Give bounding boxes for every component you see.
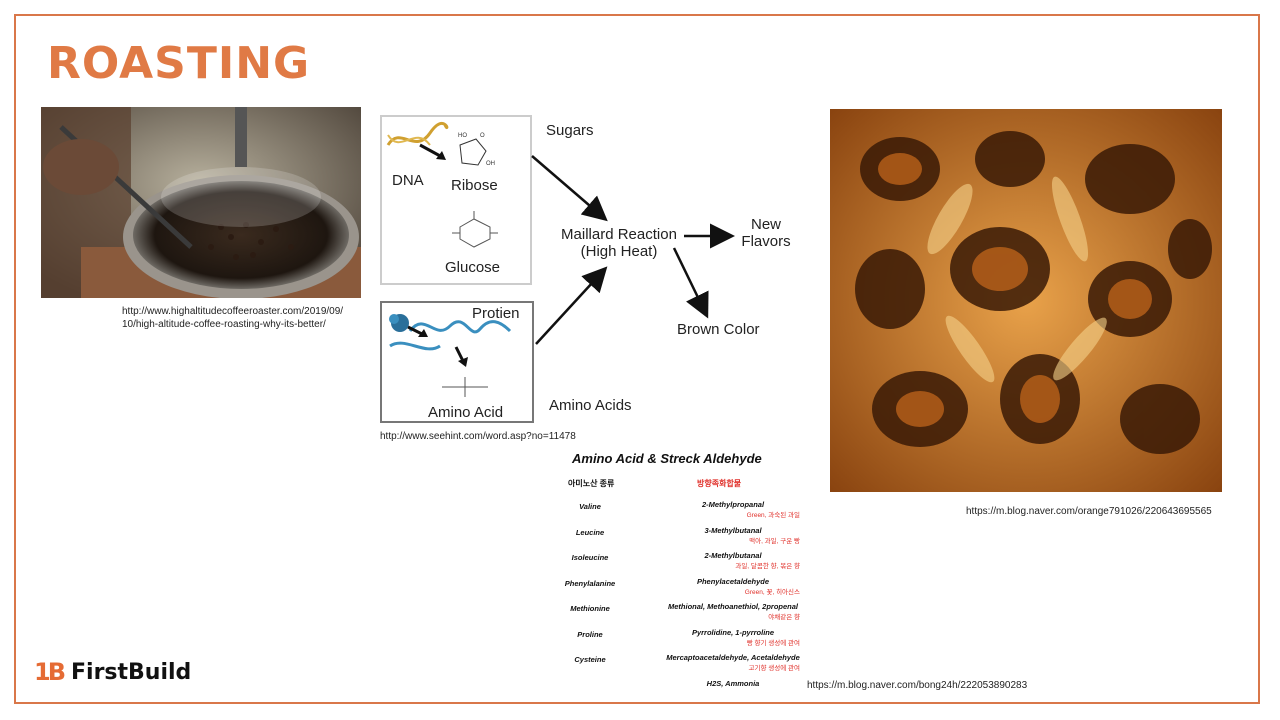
table-header-aroma: 방향족화합물 (697, 479, 742, 488)
table-header-amino: 아미노산 종류 (568, 479, 615, 488)
diagram-credit: http://www.seehint.com/word.asp?no=11478 (380, 431, 576, 442)
amino-acid-cell: Proline (577, 629, 603, 639)
amino-acid-cell: Phenylalanine (564, 578, 616, 588)
firstbuild-logo: 1B FirstBuild (34, 658, 192, 686)
amino-acids-label: Amino Acids (549, 397, 632, 414)
roaster-credit-line1: http://www.highaltitudecoffeeroaster.com… (122, 306, 344, 317)
aldehyde-cell: Mercaptoacetaldehyde, Acetaldehyde (666, 653, 800, 662)
slide-frame (14, 14, 1260, 704)
table-credit: https://m.blog.naver.com/bong24h/2220538… (807, 680, 1028, 691)
amino-acid-cell: Cysteine (574, 655, 606, 664)
new-flavors-line1: New (750, 216, 781, 233)
protein-amino-illustration (389, 314, 512, 397)
flavor-cell: Green, 꽃, 히아신스 (744, 588, 800, 596)
sugars-box (380, 115, 532, 285)
flavor-cell: Green, 과숙된 과일 (746, 512, 800, 519)
table-row: H2S, Ammonia (540, 679, 820, 703)
table-row: Cysteine Mercaptoacetaldehyde, Acetaldehy… (540, 653, 820, 677)
aldehyde-cell: H2S, Ammonia (706, 678, 760, 688)
aldehyde-cell: 2-Methylbutanal (704, 551, 762, 560)
svg-text:OH: OH (486, 161, 495, 167)
sugars-label: Sugars (546, 122, 594, 139)
amino-acid-label: Amino Acid (428, 404, 504, 421)
dna-ribose-glucose-illustration: HO O OH (386, 121, 498, 248)
aldehyde-cell: 3-Methylbutanal (704, 525, 762, 535)
table-row: Proline Pyrrolidine, 1-pyrroline 빵 향기 생성에 … (540, 628, 820, 652)
svg-text:HO: HO (458, 133, 467, 139)
flavor-cell: 빵 향기 생성에 관여 (746, 639, 800, 647)
maillard-line2: (High Heat) (580, 243, 658, 260)
firstbuild-logo-mark: 1B (34, 658, 66, 686)
flavor-cell: 고기향 생성에 관여 (748, 665, 800, 672)
glucose-label: Glucose (445, 259, 501, 276)
svg-text:O: O (480, 133, 485, 139)
browned-sponge-photo (830, 109, 1222, 492)
aldehyde-cell: Phenylacetaldehyde (696, 576, 770, 586)
coffee-roasting-photo (41, 107, 361, 298)
maillard-label: Maillard Reaction (High Heat) (557, 226, 681, 260)
table-row: Leucine 3-Methylbutanal 맥아, 과일, 구운 빵 (540, 526, 820, 550)
amino-acid-cell: Leucine (575, 527, 605, 537)
brown-color-label: Brown Color (677, 321, 760, 338)
amino-acid-cell: Methionine (570, 604, 610, 613)
table-title: Amino Acid & Streck Aldehyde (572, 451, 762, 466)
flavor-cell: 과일, 달콤한 향, 볶은 향 (735, 563, 800, 570)
aldehyde-cell: Pyrrolidine, 1-pyrroline (691, 627, 775, 637)
roaster-credit-line2: 10/high-altitude-coffee-roasting-why-its… (122, 319, 326, 330)
table-row: Methionine Methional, Methoanethiol, 2pro… (540, 602, 820, 626)
ribose-label: Ribose (451, 177, 498, 194)
new-flavors-line2: Flavors (741, 233, 791, 250)
firstbuild-logo-text: FirstBuild (71, 659, 192, 685)
aldehyde-cell: Methional, Methoanethiol, 2propenal (667, 602, 798, 611)
sponge-credit: https://m.blog.naver.com/orange791026/22… (966, 506, 1212, 517)
dna-label: DNA (392, 172, 424, 189)
amino-acid-cell: Isoleucine (571, 553, 609, 562)
flavor-cell: 맥아, 과일, 구운 빵 (749, 537, 800, 545)
table-row: Isoleucine 2-Methylbutanal 과일, 달콤한 향, 볶은 향 (540, 551, 820, 575)
aldehyde-cell: 2-Methylpropanal (701, 500, 765, 509)
roaster-credit: http://www.highaltitudecoffeeroaster.com… (122, 305, 343, 331)
slide-title: ROASTING (47, 38, 311, 89)
new-flavors-label: New Flavors (738, 216, 794, 250)
flavor-cell: 야채같은 향 (768, 614, 800, 621)
maillard-line1: Maillard Reaction (561, 226, 677, 243)
protein-label: Protien (472, 305, 520, 322)
amino-acid-cell: Valine (579, 502, 601, 511)
